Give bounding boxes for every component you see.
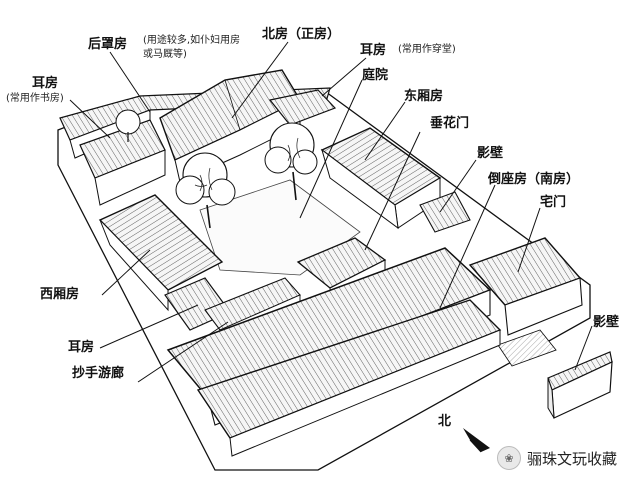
- label-dongxiangfang: 东厢房: [404, 89, 444, 104]
- leader-erfang-bottom: [99, 304, 199, 349]
- note-erfang-left: (常用作书房): [6, 93, 64, 104]
- leader-lines: [69, 41, 593, 383]
- label-yingbi-outer: 影壁: [593, 315, 620, 330]
- leader-yingbi-inner: [439, 159, 477, 213]
- right-ear-room: [268, 89, 337, 126]
- leader-zhaimen: [517, 207, 541, 273]
- label-erfang-bottom: 耳房: [68, 340, 95, 355]
- leader-tingyuan: [299, 79, 363, 219]
- note-erfang-right: (常用作穿堂): [398, 44, 456, 55]
- label-erfang-right: 耳房: [360, 43, 387, 58]
- leader-daozuofang: [439, 184, 496, 309]
- front-long-wall: [196, 299, 502, 457]
- leader-erfang-left: [69, 99, 111, 139]
- east-wing-building: [320, 127, 442, 230]
- label-chuihuamen: 垂花门: [430, 116, 470, 131]
- label-beifang: 北房（正房）: [262, 27, 341, 42]
- label-tingyuan: 庭院: [362, 68, 389, 83]
- label-chaoshouyoulang: 抄手游廊: [72, 366, 125, 381]
- gate-house: [468, 237, 583, 367]
- leader-chaoshouyoulang: [137, 321, 229, 383]
- outer-screen-wall: [547, 351, 613, 419]
- inner-screen-wall: [419, 191, 471, 233]
- label-daozuofang: 倒座房（南房）: [488, 172, 580, 187]
- leader-xixiangfang: [101, 249, 151, 296]
- label-houzhaofang: 后罩房: [88, 37, 128, 52]
- watermark: ❀ 骊珠文玩收藏: [497, 446, 617, 470]
- leader-chuihuamen: [364, 131, 421, 251]
- leader-houzhaofang: [109, 51, 151, 113]
- label-north: 北: [438, 414, 452, 429]
- label-xixiangfang: 西厢房: [40, 287, 80, 302]
- courtyard-tree-left: [175, 152, 236, 229]
- label-yingbi-inner: 影壁: [477, 146, 504, 161]
- north-arrow-icon: [463, 428, 490, 453]
- label-zhaimen: 宅门: [540, 195, 567, 210]
- back-yard-tree: [115, 109, 141, 142]
- note-houzhaofang: (用途较多,如仆妇用房 或马厩等): [143, 35, 241, 60]
- label-erfang-left: 耳房: [32, 76, 59, 91]
- leader-beifang: [231, 41, 289, 119]
- wechat-icon: ❀: [497, 446, 521, 470]
- courtyard-tree-right: [264, 122, 318, 201]
- leader-dongxiangfang: [364, 101, 406, 161]
- leader-erfang-right: [321, 57, 367, 97]
- watermark-text: 骊珠文玩收藏: [527, 449, 618, 468]
- leader-yingbi-outer: [574, 325, 593, 371]
